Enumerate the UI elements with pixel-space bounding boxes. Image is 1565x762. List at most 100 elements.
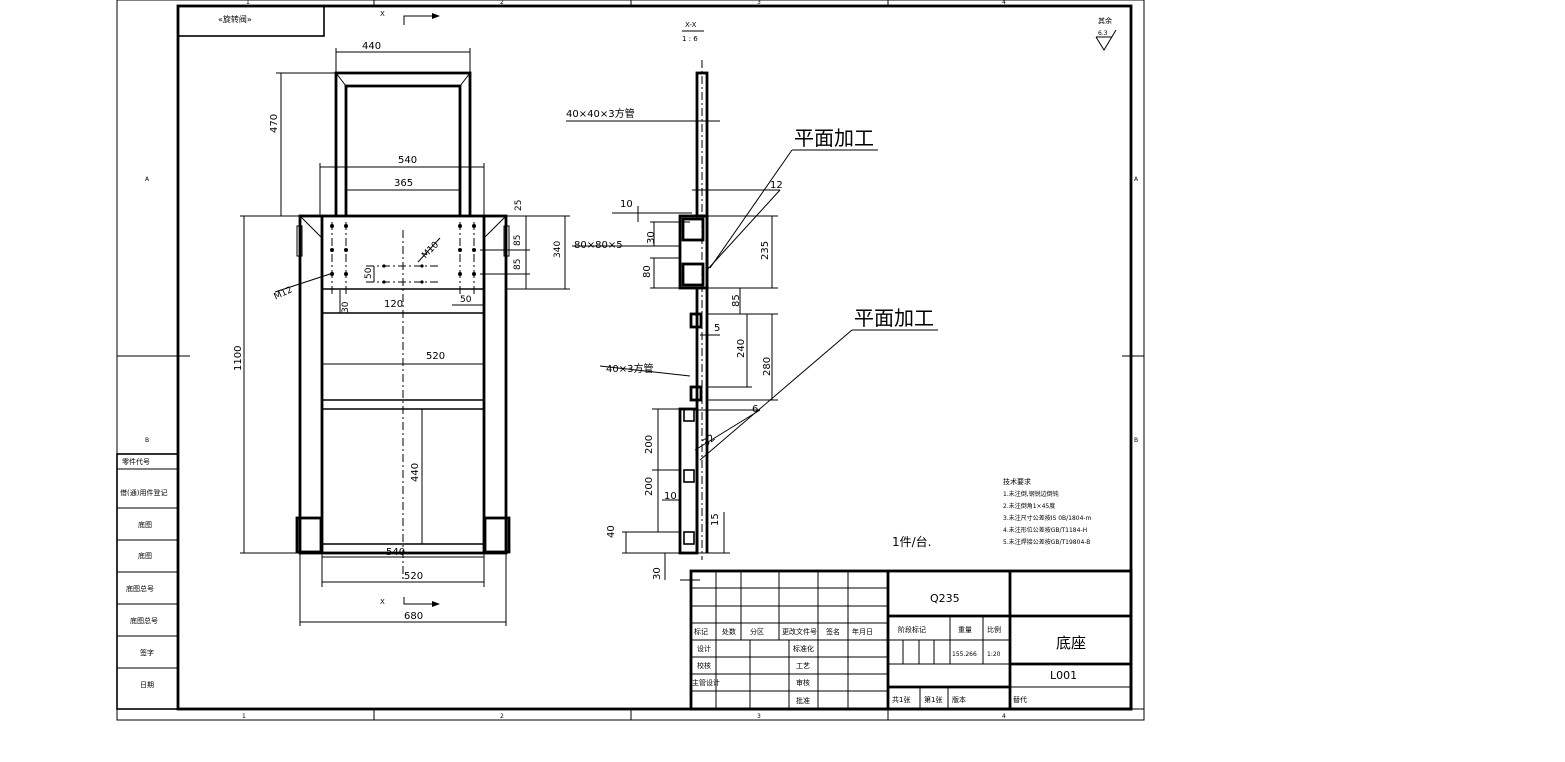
dimension-label: 40	[606, 525, 617, 538]
dimension-label: 85	[731, 294, 742, 307]
dimension-label: 30	[341, 301, 351, 313]
sheet-info: 替代	[1013, 695, 1027, 704]
dimension-label: 680	[404, 611, 423, 622]
left-margin-table: 零件代号 借(通)用件登记 底图 底图 底图总号 底图总号 签字 日期	[116, 453, 179, 710]
sign-row-label: 标准化	[793, 644, 814, 653]
left-column-label: 借(通)用件登记	[120, 488, 167, 497]
dimension-label: 200	[644, 477, 655, 496]
dimension-label: 5	[714, 323, 720, 334]
machining-label: 平面加工	[854, 306, 934, 330]
tech-requirements: 技术要求 1.未注倒,钢锐边倒钝 2.未注倒角1×45度 3.未注尺寸公差按IS…	[1003, 477, 1092, 546]
scale-value: 1:20	[987, 651, 1001, 658]
drawing-frame	[116, 0, 1145, 721]
zone-label: A	[1134, 176, 1139, 183]
section-scale: 1 : 6	[682, 35, 698, 43]
quantity-note: 1件/台.	[892, 534, 932, 549]
zone-label: 2	[500, 713, 504, 720]
revision-header: 更改文件号	[782, 627, 817, 636]
left-column-label: 签字	[140, 648, 154, 657]
revision-header: 处数	[722, 627, 736, 636]
dimension-label: 15	[710, 513, 721, 526]
thread-label: M10	[420, 240, 441, 261]
sign-row-label: 审核	[796, 678, 810, 687]
section-name: X-X	[685, 21, 697, 29]
revision-header: 分区	[750, 627, 764, 636]
left-column-label: 零件代号	[122, 457, 150, 466]
dimension-label: 120	[384, 299, 403, 310]
zone-label: 1	[246, 0, 250, 6]
left-column-label: 底图	[138, 551, 152, 560]
dimension-label: 200	[644, 435, 655, 454]
dimension-label: 50	[460, 295, 472, 305]
tech-item: 4.未注形位公差按GB/T1184-H	[1003, 526, 1087, 534]
sign-row-label: 设计	[697, 644, 711, 653]
sheet-info: 版本	[952, 695, 966, 704]
stamp-text: «旋转阀»	[218, 14, 252, 24]
dimension-label: 12	[770, 180, 783, 191]
dimension-label: 240	[736, 339, 747, 358]
dimension-label: 50	[364, 267, 374, 279]
left-column-label: 底图	[138, 520, 152, 529]
dimension-label: 30	[646, 231, 657, 244]
dimension-label: 80	[642, 265, 653, 278]
dimension-label: 235	[760, 241, 771, 260]
dimension-label: 280	[762, 357, 773, 376]
left-column-label: 底图总号	[130, 616, 158, 625]
dimension-label: 520	[404, 571, 423, 582]
part-name: 底座	[1056, 634, 1086, 652]
dimension-label: 440	[362, 41, 381, 52]
dimension-label: 85	[513, 235, 523, 246]
pipe-label: 40×3方管	[606, 362, 653, 375]
mass-value: 155.266	[952, 651, 977, 658]
dimension-label: 30	[652, 567, 663, 580]
dimension-label: 440	[410, 463, 421, 482]
sheet-info: 第1张	[924, 695, 942, 704]
dimension-label: 540	[386, 547, 405, 558]
section-mark: X	[380, 598, 385, 606]
tech-item: 3.未注尺寸公差按IS 0B/1804-m	[1003, 514, 1092, 522]
dimension-label: 520	[426, 351, 445, 362]
tech-item: 5.未注焊接公差按GB/T19804-B	[1003, 538, 1090, 546]
dimension-label: 10	[664, 491, 677, 502]
roughness-value: 6.3	[1098, 30, 1108, 37]
zone-label: B	[1134, 437, 1138, 444]
section-mark: X	[380, 10, 385, 18]
dimension-label: 340	[553, 241, 563, 258]
title-block: 标记 处数 分区 更改文件号 签名 年月日 设计 标准化 校核 工艺 主管设计 …	[689, 569, 1133, 711]
left-column-label: 底图总号	[126, 584, 154, 593]
stamp-box: «旋转阀»	[177, 5, 325, 37]
mass-label: 重量	[958, 626, 972, 634]
border-zone-labels: 1 2 3 4 1 2 3 4 A B A B	[145, 0, 1139, 720]
zone-label: 2	[500, 0, 504, 6]
pipe-label: 80×80×5	[574, 240, 623, 251]
sign-row-label: 主管设计	[692, 678, 720, 687]
sign-row-label: 批准	[796, 696, 810, 705]
dimension-label: 85	[513, 259, 523, 270]
dimension-label: 1100	[233, 346, 244, 371]
dimension-label: 365	[394, 178, 413, 189]
left-column-label: 日期	[140, 681, 154, 689]
roughness-symbol: 其余 6.3	[1095, 16, 1117, 51]
zone-label: 3	[757, 0, 761, 6]
zone-label: 3	[757, 713, 761, 720]
machining-label: 平面加工	[794, 126, 874, 150]
revision-header: 签名	[826, 627, 840, 636]
tech-item: 1.未注倒,钢锐边倒钝	[1003, 490, 1059, 498]
scale-label: 比例	[987, 625, 1001, 634]
tech-title: 技术要求	[1003, 477, 1031, 486]
revision-header: 年月日	[852, 627, 873, 636]
dimension-label: 540	[398, 155, 417, 166]
tech-item: 2.未注倒角1×45度	[1003, 502, 1055, 510]
drawing-number: L001	[1050, 669, 1077, 682]
thread-label: M12	[273, 285, 295, 302]
zone-label: 1	[242, 713, 246, 720]
sheet-info: 共1张	[892, 695, 910, 704]
pipe-label: 40×40×3方管	[566, 107, 635, 120]
dimension-label: 470	[269, 114, 280, 133]
roughness-label: 其余	[1098, 16, 1112, 25]
zone-label: 4	[1002, 713, 1006, 720]
zone-label: B	[145, 437, 149, 444]
sign-row-label: 工艺	[796, 662, 810, 670]
material-value: Q235	[930, 592, 960, 605]
